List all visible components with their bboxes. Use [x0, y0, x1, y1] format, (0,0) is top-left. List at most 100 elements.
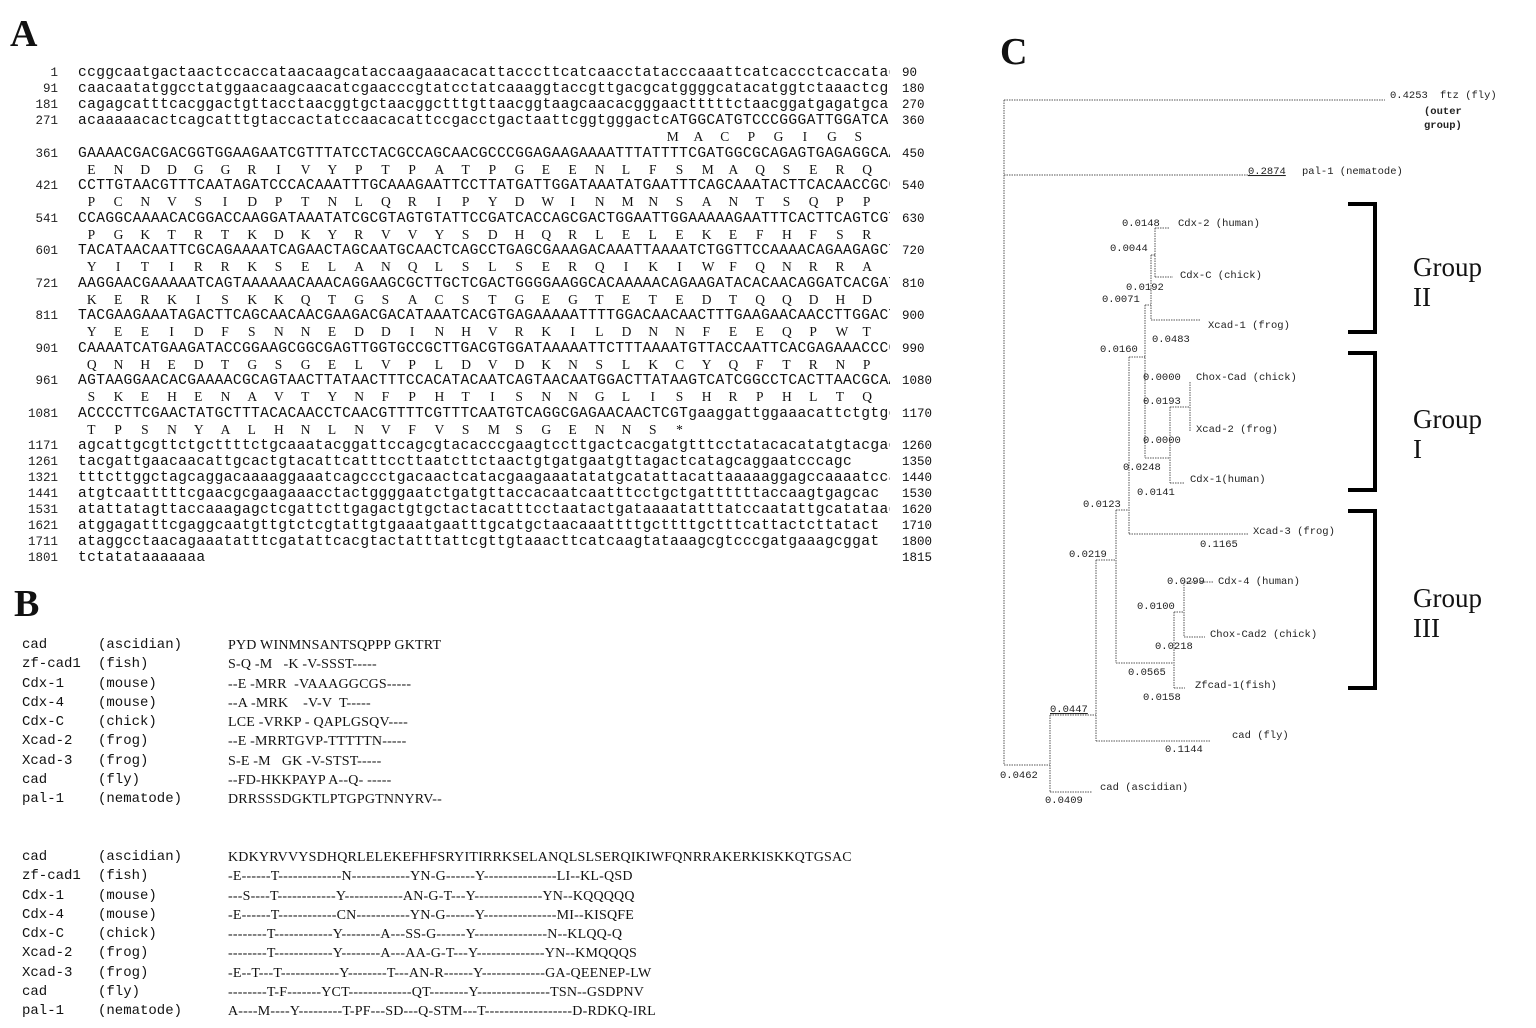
species-name: (frog) [98, 733, 149, 750]
gene-name: pal-1 [22, 791, 65, 808]
amino-acid: S [782, 194, 791, 209]
tree-branches [1003, 99, 1385, 793]
amino-acid: L [621, 356, 631, 372]
species-name: (chick) [98, 714, 157, 731]
alignment-block-2: cad(ascidian)KDKYRVVYSDHQRLELEKEFHFSRYIT… [22, 848, 852, 1022]
sequence-end-position: 1815 [902, 551, 933, 565]
alignment-row: pal-1 (nematode) DRRSSSDGKTLPTGPGTNNYRV-- [22, 790, 442, 809]
aligned-sequence: DRRSSSDGKTLPTGPGTNNYRV-- [228, 792, 442, 808]
nucleotide-sequence: atgtcaatttttcgaacgcgaagaaacctactggggaatc… [78, 486, 880, 502]
sequence-start-position: 1531 [27, 503, 58, 517]
species-name: (frog) [98, 752, 149, 769]
amino-acid: H [782, 389, 792, 404]
amino-acid: Y [193, 421, 204, 437]
amino-acid: L [434, 356, 444, 372]
amino-acid: I [677, 259, 682, 274]
sequence-start-position: 1621 [27, 519, 58, 533]
amino-acid: E [87, 161, 96, 177]
amino-acid: E [621, 226, 631, 242]
amino-acid: D [514, 356, 525, 372]
branch-value: 0.0218 [1155, 641, 1193, 653]
alignment-row: Cdx-4(mouse)--A -MRK -V-V T----- [22, 694, 442, 713]
amino-acid: I [115, 259, 121, 274]
leaf-label: Cdx-C (chick) [1180, 270, 1262, 282]
amino-acid: A [434, 161, 445, 177]
leaf-label: Xcad-3 (frog) [1253, 526, 1335, 538]
amino-acid: E [194, 389, 203, 404]
amino-acid: F [381, 389, 390, 404]
amino-acid: V [380, 226, 391, 242]
amino-acid: E [728, 324, 738, 339]
amino-acid: S [381, 291, 390, 307]
amino-acid: T [755, 194, 764, 209]
amino-acid: L [354, 194, 363, 209]
amino-acid: V [300, 161, 311, 177]
amino-acid: R [407, 194, 417, 209]
nucleotide-sequence: AAGGAACGAAAAATCAGTAAAAAACAAACAGGAAGCGCTT… [78, 275, 890, 292]
sequence-end-position: 1080 [902, 374, 933, 388]
amino-acid: H [167, 389, 177, 404]
amino-acid: E [327, 324, 337, 339]
amino-acid: K [247, 259, 258, 274]
branch-value: 0.0299 [1167, 576, 1205, 588]
nucleotide-sequence: atattatagttaccaaagagctcgattcttgagactgtgc… [78, 502, 890, 518]
branch-value: 0.0565 [1128, 667, 1166, 679]
branch-value: 0.0409 [1045, 795, 1083, 807]
sequence-start-position: 601 [35, 244, 58, 258]
amino-acid: L [247, 421, 256, 437]
outgroup-label: ftz (fly) [1440, 90, 1497, 102]
group-brackets [1348, 202, 1377, 690]
amino-acid: E [140, 324, 149, 339]
amino-acid: H [782, 226, 792, 242]
sequence-end-position: 810 [902, 276, 925, 291]
amino-acid: Q [808, 194, 819, 209]
branch-value: 0.0123 [1083, 499, 1121, 511]
sequence-start-position: 1441 [27, 487, 58, 501]
amino-acid: R [193, 226, 203, 242]
species-name: (ascidian) [98, 849, 183, 865]
amino-acid: C [675, 356, 685, 372]
amino-acid: I [196, 291, 201, 307]
amino-acid: S [675, 194, 684, 209]
amino-acid: Q [541, 226, 552, 242]
amino-acid: K [167, 291, 177, 307]
group-ii-bracket [1348, 202, 1377, 334]
sequence-start-position: 1801 [27, 551, 58, 565]
amino-acid: L [621, 389, 631, 404]
leaf-label: Chox-Cad (chick) [1196, 372, 1297, 384]
aligned-sequence: --E -MRR -VAAAGGCGS----- [228, 676, 412, 692]
amino-acid: Q [86, 356, 97, 372]
amino-acid: Y [86, 259, 97, 274]
sequence-start-position: 1171 [27, 439, 58, 453]
alignment-row: cad(fly)--FD-HKKPAYP A--Q- ----- [22, 771, 442, 790]
amino-acid: G [594, 389, 605, 404]
amino-acid: E [541, 161, 550, 177]
amino-acid: I [169, 259, 174, 274]
amino-acid: F [755, 226, 764, 242]
amino-acid: T [167, 226, 176, 242]
amino-acid: Q [380, 194, 391, 209]
amino-acid: N [621, 421, 632, 437]
amino-acid: T [835, 389, 845, 404]
amino-acid: V [380, 356, 391, 372]
amino-acid: F [729, 259, 737, 274]
species-name: (nematode) [98, 791, 183, 808]
amino-acid: N [594, 421, 605, 437]
sequence-end-position: 630 [902, 211, 925, 226]
aligned-sequence: ---S----T------------Y------------AN-G-T… [228, 888, 635, 904]
amino-acid: G [300, 356, 311, 372]
group-i-bracket [1348, 351, 1377, 492]
amino-acid: T [301, 194, 310, 209]
outgroup-note: group) [1424, 120, 1462, 132]
amino-acid: V [434, 421, 445, 437]
species-name: (mouse) [98, 694, 157, 711]
amino-acid: L [648, 226, 657, 242]
amino-acid: H [701, 389, 712, 404]
